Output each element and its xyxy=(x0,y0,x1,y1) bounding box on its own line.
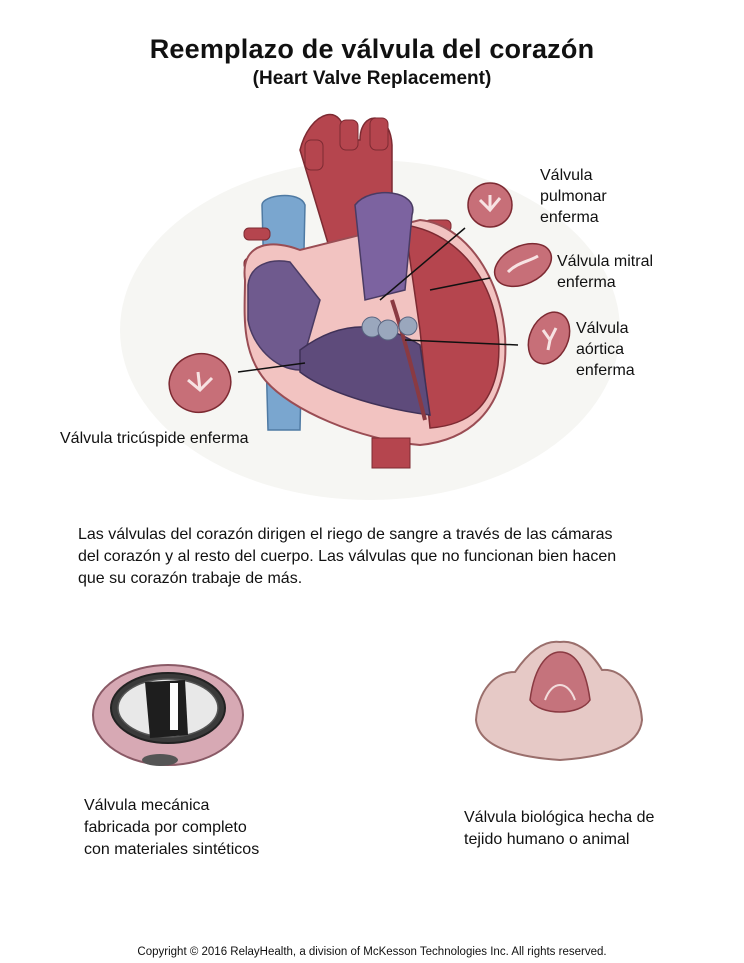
mechanical-caption-line-3: con materiales sintéticos xyxy=(84,841,260,858)
page-title: Reemplazo de válvula del corazón xyxy=(149,34,595,64)
pulmonary-label-line-3: enferma xyxy=(540,209,599,226)
mitral-valve-icon xyxy=(493,242,553,288)
descending-vessel xyxy=(371,437,411,469)
description-line-3: que su corazón trabaje de más. xyxy=(78,570,303,587)
mitral-leader xyxy=(429,277,491,291)
biological-valve-caption: Válvula biológica hecha de tejido humano… xyxy=(464,807,654,851)
septum xyxy=(390,299,427,421)
aorta-branch-2 xyxy=(369,117,389,151)
pulmonary-valve-label: Válvula pulmonar enferma xyxy=(540,165,607,228)
description-line-1: Las válvulas del corazón dirigen el rieg… xyxy=(78,526,613,543)
aortic-label-line-2: aórtica xyxy=(576,341,625,358)
mechanical-caption-line-1: Válvula mecánica xyxy=(84,797,210,814)
copyright-notice: Copyright © 2016 RelayHealth, a division… xyxy=(137,946,607,958)
biological-caption-line-1: Válvula biológica hecha de xyxy=(464,809,655,826)
pulmonary-valve-icon xyxy=(467,182,513,228)
tricuspid-valve-label: Válvula tricúspide enferma xyxy=(60,430,249,447)
description-line-2: del corazón y al resto del cuerpo. Las v… xyxy=(78,548,617,565)
aorta-branch-1 xyxy=(339,119,359,151)
pulmonary-leader xyxy=(379,227,466,301)
mitral-label-line-2: enferma xyxy=(557,274,616,291)
aortic-valve-label: Válvula aórtica enferma xyxy=(576,318,635,381)
side-vessel-left-1 xyxy=(243,227,271,241)
heart-valve-3 xyxy=(398,316,418,336)
aortic-label-line-1: Válvula xyxy=(576,320,629,337)
aortic-label-line-3: enferma xyxy=(576,362,635,379)
tricuspid-leader xyxy=(237,362,306,373)
pulmonary-label-line-1: Válvula xyxy=(540,167,593,184)
aortic-valve-icon xyxy=(527,311,571,365)
right-ventricle xyxy=(299,326,431,416)
mitral-valve-label: Válvula mitral enferma xyxy=(557,251,653,293)
page-subtitle: (Heart Valve Replacement) xyxy=(252,68,492,89)
mechanical-caption-line-2: fabricada por completo xyxy=(84,819,247,836)
description-paragraph: Las válvulas del corazón dirigen el rieg… xyxy=(78,524,678,590)
mitral-label-line-1: Válvula mitral xyxy=(557,253,654,270)
mechanical-valve-caption: Válvula mecánica fabricada por completo … xyxy=(84,795,259,861)
aorta-branch-3 xyxy=(304,139,324,171)
tricuspid-valve-icon xyxy=(168,353,232,413)
biological-valve-illustration xyxy=(474,640,644,762)
left-ventricle-wall xyxy=(404,224,500,429)
mechanical-valve-illustration xyxy=(92,664,244,766)
biological-caption-line-2: tejido humano o animal xyxy=(464,831,630,848)
aortic-leader xyxy=(404,339,519,346)
heart-valve-2 xyxy=(377,319,399,341)
pulmonary-label-line-2: pulmonar xyxy=(540,188,607,205)
pulmonary-artery xyxy=(354,192,414,301)
